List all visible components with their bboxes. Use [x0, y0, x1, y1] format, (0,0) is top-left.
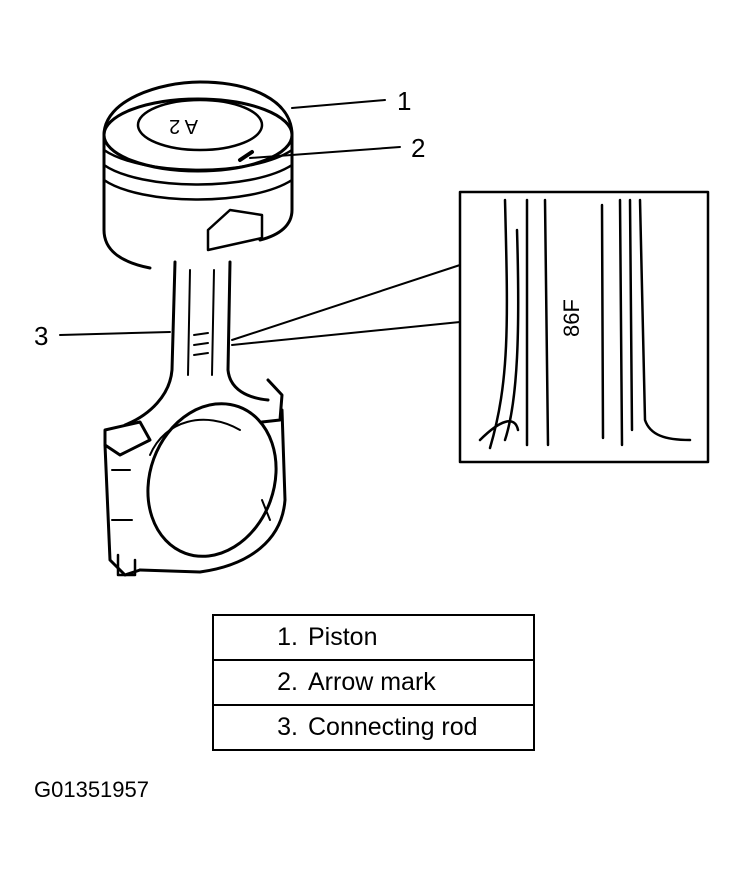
- legend-table: 1. Piston 2. Arrow mark 3. Connecting rod: [212, 614, 535, 751]
- legend-label: Connecting rod: [308, 713, 478, 741]
- arrow-mark: [238, 150, 254, 162]
- legend-label: Arrow mark: [308, 668, 436, 696]
- leader-lines: [59, 99, 461, 346]
- legend-number: 1.: [277, 623, 298, 651]
- piston: A 2: [102, 80, 294, 270]
- callout-2: 2: [411, 133, 426, 163]
- legend-row: 3. Connecting rod: [212, 704, 535, 751]
- figure-id: G01351957: [34, 777, 149, 802]
- legend-number: 2.: [277, 668, 298, 696]
- detail-inset: [458, 190, 710, 464]
- legend-row: 1. Piston: [212, 614, 535, 661]
- callout-1: 1: [397, 86, 412, 116]
- piston-rod-illustration: A 2: [59, 80, 710, 577]
- svg-text:A 2: A 2: [169, 115, 198, 137]
- legend-number: 3.: [277, 713, 298, 741]
- connecting-rod: [103, 260, 287, 577]
- legend-row: 2. Arrow mark: [212, 659, 535, 706]
- inset-marking: 86F: [558, 299, 584, 337]
- callout-3: 3: [34, 321, 49, 351]
- legend-label: Piston: [308, 623, 378, 651]
